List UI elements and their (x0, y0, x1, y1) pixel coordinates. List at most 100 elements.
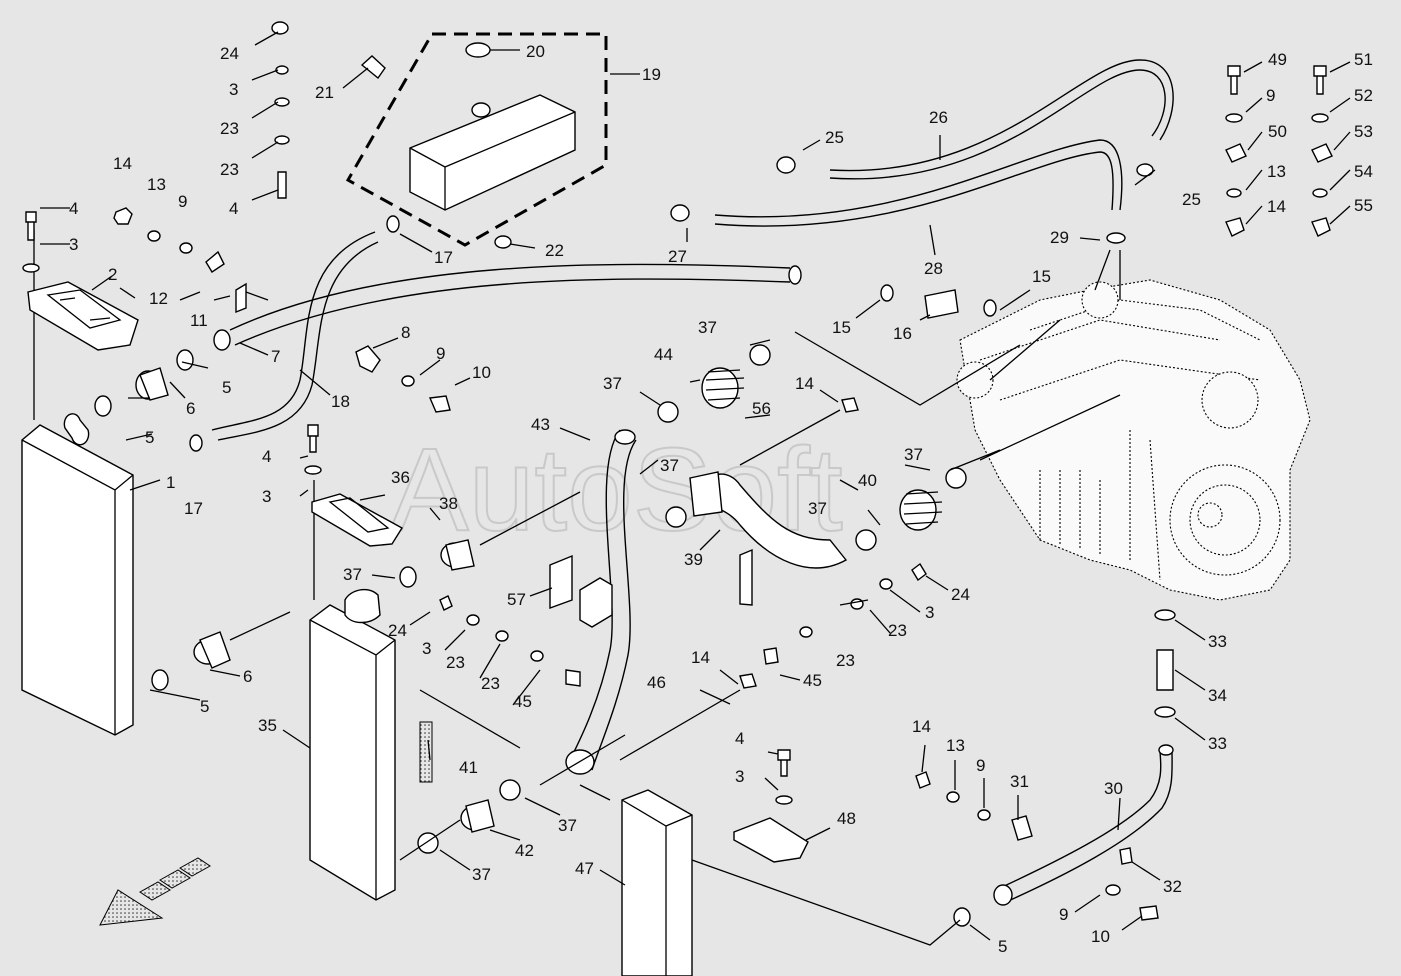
label-3e: 3 (925, 603, 934, 622)
label-23c: 23 (446, 653, 465, 672)
leader-lines (40, 31, 1351, 946)
label-3c: 3 (262, 487, 271, 506)
bracket-48 (733, 749, 809, 863)
label-40: 40 (858, 471, 877, 490)
label-55: 55 (1354, 196, 1373, 215)
label-34: 34 (1208, 686, 1227, 705)
label-39: 39 (684, 550, 703, 569)
label-9a: 9 (178, 192, 187, 211)
label-37d: 37 (904, 445, 923, 464)
label-45b: 45 (803, 671, 822, 690)
bracket-2 (27, 281, 139, 351)
label-24a: 24 (220, 44, 239, 63)
engine-block (956, 279, 1311, 601)
label-7: 7 (271, 347, 280, 366)
label-30: 30 (1104, 779, 1123, 798)
part-labels: 1 2 3 3 3 3 3 3 4 4 4 4 5 5 5 5 6 6 7 8 … (69, 42, 1373, 956)
label-25a: 25 (825, 128, 844, 147)
label-41: 41 (459, 758, 478, 777)
label-43: 43 (531, 415, 550, 434)
label-6a: 6 (186, 399, 195, 418)
hose-28 (714, 139, 1123, 227)
label-27: 27 (668, 247, 687, 266)
label-37h: 37 (472, 865, 491, 884)
bellows-44 (657, 344, 771, 423)
label-15b: 15 (832, 318, 851, 337)
label-10a: 10 (472, 363, 491, 382)
label-4d: 4 (735, 729, 744, 748)
label-53: 53 (1354, 122, 1373, 141)
elbow-39 (665, 471, 848, 606)
hose-34 (1154, 609, 1176, 718)
label-23a: 23 (220, 119, 239, 138)
label-5c: 5 (200, 697, 209, 716)
label-1: 1 (166, 473, 175, 492)
label-21: 21 (315, 83, 334, 102)
label-50: 50 (1268, 122, 1287, 141)
label-31: 31 (1010, 772, 1029, 791)
label-37c: 37 (660, 456, 679, 475)
expansion-tank (271, 21, 608, 249)
label-45a: 45 (513, 692, 532, 711)
label-3f: 3 (735, 767, 744, 786)
bracket-8 (355, 345, 451, 413)
label-14b: 14 (795, 374, 814, 393)
label-33b: 33 (1208, 734, 1227, 753)
hose-18 (211, 231, 379, 441)
rod-46 (619, 673, 757, 761)
label-17b: 17 (434, 248, 453, 267)
bracket-36 (311, 493, 403, 547)
pipe-43 (565, 429, 637, 775)
label-14d: 14 (691, 648, 710, 667)
label-48: 48 (837, 809, 856, 828)
bellows-40 (855, 467, 967, 551)
label-3d: 3 (422, 639, 431, 658)
label-23d: 23 (481, 674, 500, 693)
label-14c: 14 (1267, 197, 1286, 216)
small-parts-left (22, 207, 247, 314)
label-37a: 37 (698, 318, 717, 337)
fittings-31 (915, 771, 1159, 921)
label-9b: 9 (436, 344, 445, 363)
label-11: 11 (190, 311, 208, 330)
label-37b: 37 (603, 374, 622, 393)
radiator-1 (21, 230, 134, 736)
label-5d: 5 (998, 937, 1007, 956)
label-23b: 23 (220, 160, 239, 179)
label-49: 49 (1268, 50, 1287, 69)
label-16: 16 (893, 324, 912, 343)
label-4a: 4 (69, 199, 78, 218)
direction-arrow-icon (99, 857, 211, 926)
clamps-top (670, 156, 1154, 319)
label-17a: 17 (184, 499, 203, 518)
label-56: 56 (752, 399, 771, 418)
sleeve-42 (417, 779, 521, 854)
label-32: 32 (1163, 877, 1182, 896)
label-37e: 37 (808, 499, 827, 518)
small-parts-right (1225, 65, 1333, 237)
label-44: 44 (654, 345, 673, 364)
label-25b: 25 (1182, 190, 1201, 209)
label-13a: 13 (147, 175, 166, 194)
label-33a: 33 (1208, 632, 1227, 651)
label-3b: 3 (229, 80, 238, 99)
label-6b: 6 (243, 667, 252, 686)
hose-7 (213, 263, 802, 351)
label-8: 8 (401, 323, 410, 342)
label-14e: 14 (912, 717, 931, 736)
label-54: 54 (1354, 162, 1373, 181)
bracket-57 (549, 554, 613, 628)
label-28: 28 (924, 259, 943, 278)
label-24b: 24 (388, 621, 407, 640)
label-19: 19 (642, 65, 661, 84)
label-18: 18 (331, 392, 350, 411)
label-29: 29 (1050, 228, 1069, 247)
fittings-middle (304, 424, 581, 687)
label-12: 12 (149, 289, 168, 308)
label-4c: 4 (262, 447, 271, 466)
label-36: 36 (391, 468, 410, 487)
rod-56 (739, 397, 859, 466)
label-4b: 4 (229, 199, 238, 218)
